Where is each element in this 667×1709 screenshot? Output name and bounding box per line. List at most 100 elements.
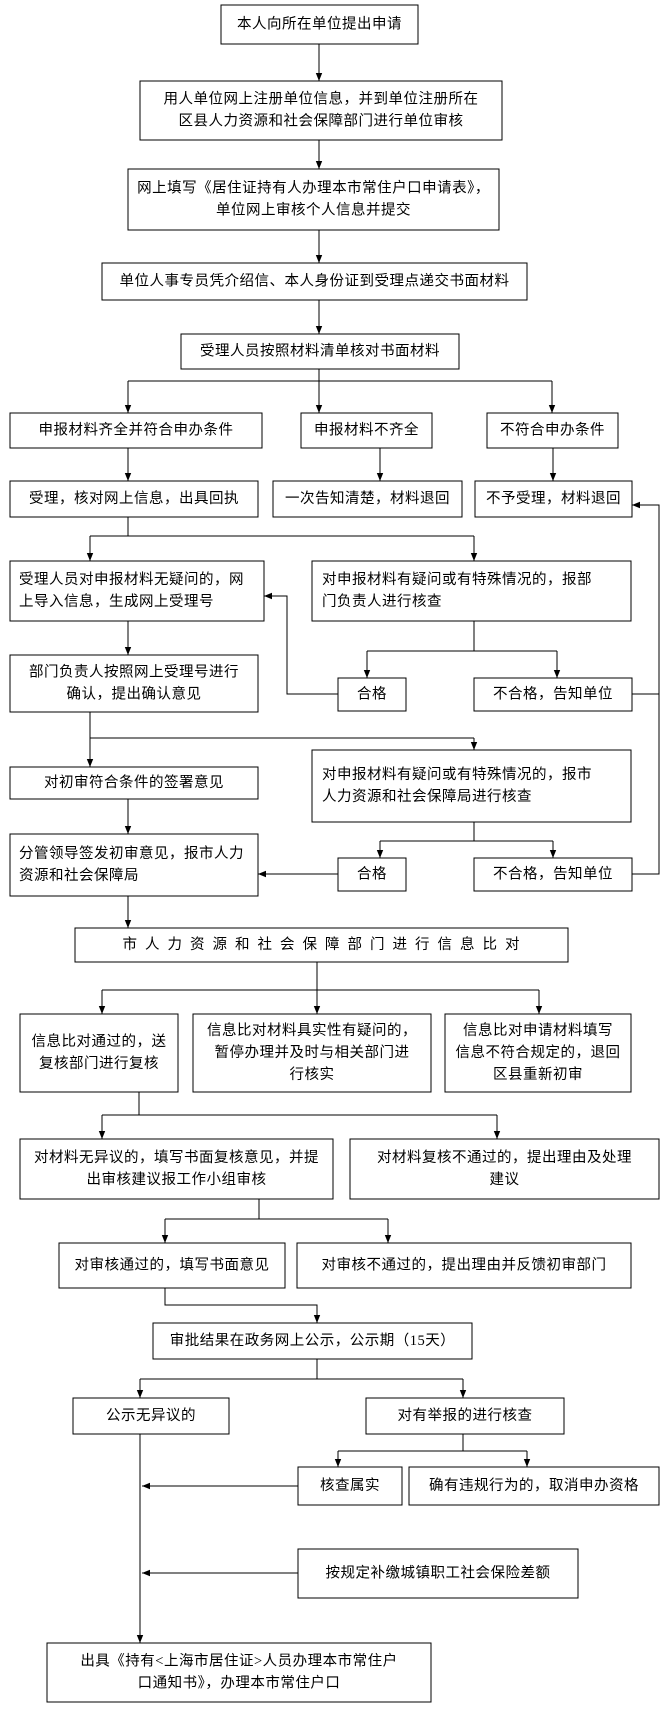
node-box [152, 1322, 473, 1360]
node-check-materials: 受理人员按照材料清单核对书面材料 [180, 333, 460, 370]
node-label: 对有举报的进行核查 [398, 1407, 533, 1424]
node-label: 出具《持有<上海市居住证>人员办理本市常住户 [80, 1653, 397, 1670]
node-box [58, 1242, 286, 1289]
node-box [19, 1013, 179, 1093]
node-label: 受理人员对申报材料无疑问的，网 [19, 571, 244, 588]
node-label: 公示无异议的 [106, 1407, 196, 1424]
node-label: 分管领导签发初审意见，报市人力 [19, 844, 244, 862]
node-box [365, 1397, 565, 1435]
flow-arrow [264, 592, 338, 695]
node-label: 信息比对通过的，送 [32, 1033, 167, 1050]
node-label: 复核部门进行复核 [39, 1054, 159, 1072]
node-label: 核查属实 [320, 1477, 380, 1494]
node-audit-pass: 对审核通过的，填写书面意见 [58, 1242, 286, 1289]
node-box [192, 1013, 432, 1093]
node-label: 单位网上审核个人信息并提交 [216, 201, 411, 219]
node-report-check: 对有举报的进行核查 [365, 1397, 565, 1435]
node-label: 门负责人进行核查 [322, 593, 442, 610]
node-label: 审批结果在政务网上公示，公示期（15天） [170, 1332, 456, 1349]
node-box [474, 480, 633, 518]
node-box [9, 560, 265, 622]
node-box [473, 677, 633, 712]
node-no-objection: 公示无异议的 [72, 1397, 230, 1435]
node-label: 用人单位网上注册单位信息，并到单位注册所在 [164, 91, 479, 108]
node-box [9, 654, 259, 713]
node-incomplete: 申报材料不齐全 [300, 412, 433, 449]
node-label: 不合格，告知单位 [493, 866, 613, 883]
node-box [444, 1013, 632, 1093]
node-online-form: 网上填写《居住证持有人办理本市常住户口申请表》， 单位网上审核个人信息并提交 [127, 168, 500, 231]
node-label: 市人力资源和社会保障部门进行信息比对 [123, 935, 528, 953]
node-notify-return: 一次告知清楚，材料退回 [272, 480, 463, 518]
node-box [486, 412, 619, 449]
connectors [86, 44, 660, 1643]
node-doubt-city-check: 对申报材料有疑问或有特殊情况的，报市 人力资源和社会保障局进行核查 [311, 749, 632, 823]
node-box [311, 749, 632, 823]
node-box [139, 80, 503, 141]
node-verified: 核查属实 [297, 1466, 403, 1506]
node-box [9, 480, 259, 518]
node-reject-return: 不予受理，材料退回 [474, 480, 633, 518]
node-label: 暂停办理并及时与相关部门进 [215, 1044, 410, 1061]
node-label: 不予受理，材料退回 [486, 490, 621, 507]
node-box [220, 4, 419, 45]
node-label: 对审核通过的，填写书面意见 [75, 1256, 270, 1274]
node-violation: 确有违规行为的，取消申办资格 [408, 1466, 660, 1506]
node-box [300, 412, 433, 449]
node-box [297, 1466, 403, 1506]
node-label: 资源和社会保障局 [19, 866, 139, 884]
node-accept-receipt: 受理，核对网上信息，出具回执 [9, 480, 259, 518]
node-label: 对申报材料有疑问或有特殊情况的，报部 [322, 571, 592, 588]
node-label: 出审核建议报工作小组审核 [87, 1171, 267, 1188]
node-compare-doubt: 信息比对材料具实性有疑问的， 暂停办理并及时与相关部门进 行核实 [192, 1013, 432, 1093]
node-label: 不合格，告知单位 [493, 686, 613, 703]
node-label: 口通知书》，办理本市常住户口 [138, 1675, 341, 1692]
node-label: 上导入信息，生成网上受理号 [19, 593, 214, 610]
node-no-doubt-import: 受理人员对申报材料无疑问的，网 上导入信息，生成网上受理号 [9, 560, 265, 622]
node-label: 网上填写《居住证持有人办理本市常住户口申请表》， [137, 180, 490, 197]
node-box [72, 1397, 230, 1435]
node-complete-eligible: 申报材料齐全并符合申办条件 [9, 412, 263, 449]
flow-arrow [164, 1288, 321, 1323]
node-compare-invalid: 信息比对申请材料填写 信息不符合规定的，退回 区县重新初审 [444, 1013, 632, 1093]
flow-arrow [632, 501, 660, 875]
node-box [296, 1242, 632, 1289]
node-label: 对申报材料有疑问或有特殊情况的，报市 [322, 766, 592, 783]
node-label: 本人向所在单位提出申请 [237, 16, 402, 33]
node-city-pass: 合格 [337, 857, 407, 892]
node-label: 一次告知清楚，材料退回 [285, 490, 450, 507]
node-label: 行核实 [290, 1066, 335, 1083]
node-box [74, 927, 569, 963]
node-box [101, 262, 528, 301]
node-box [9, 412, 263, 449]
node-label: 受理，核对网上信息，出具回执 [29, 490, 239, 507]
node-label: 确有违规行为的，取消申办资格 [429, 1477, 639, 1494]
node-label: 信息不符合规定的，退回 [456, 1044, 621, 1061]
node-audit-fail: 对审核不通过的，提出理由并反馈初审部门 [296, 1242, 632, 1289]
node-box [337, 677, 407, 712]
node-dept-pass: 合格 [337, 677, 407, 712]
node-box [272, 480, 463, 518]
node-dept-fail: 不合格，告知单位 [473, 677, 633, 712]
node-box [408, 1466, 660, 1506]
node-label: 申报材料齐全并符合申办条件 [39, 421, 234, 439]
node-city-fail: 不合格，告知单位 [473, 857, 633, 892]
node-box [19, 1138, 334, 1200]
node-label: 区县重新初审 [493, 1066, 583, 1083]
node-compare-pass: 信息比对通过的，送 复核部门进行复核 [19, 1013, 179, 1093]
node-box [9, 766, 259, 800]
node-apply: 本人向所在单位提出申请 [220, 4, 419, 45]
node-label: 建议 [490, 1171, 520, 1188]
node-publicity: 审批结果在政务网上公示，公示期（15天） [152, 1322, 473, 1360]
node-doubt-dept-check: 对申报材料有疑问或有特殊情况的，报部 门负责人进行核查 [311, 560, 632, 622]
node-box [297, 1548, 579, 1599]
node-box [349, 1138, 660, 1200]
node-box [337, 857, 407, 892]
node-label: 区县人力资源和社会保障部门进行单位审核 [179, 112, 464, 130]
node-label: 对初审符合条件的签署意见 [44, 773, 224, 791]
node-box [127, 168, 500, 231]
node-sign-opinion: 对初审符合条件的签署意见 [9, 766, 259, 800]
node-label: 申报材料不齐全 [314, 421, 419, 439]
node-label: 对审核不通过的，提出理由并反馈初审部门 [322, 1257, 607, 1274]
